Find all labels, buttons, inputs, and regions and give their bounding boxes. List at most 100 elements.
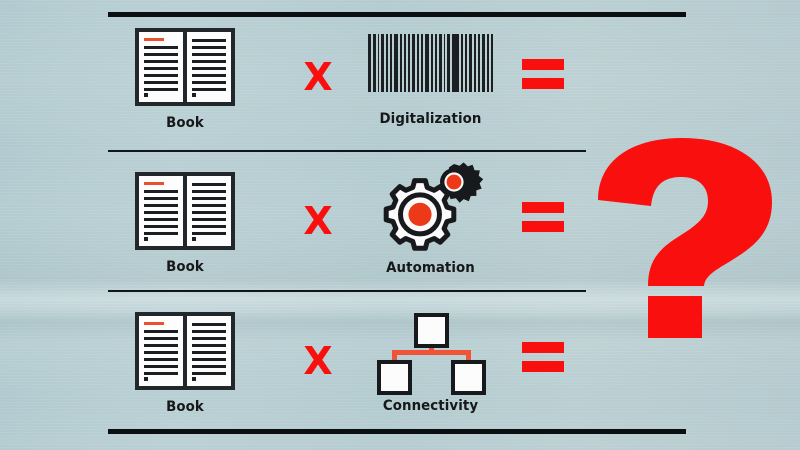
book-page-left [139, 316, 183, 386]
book-page-left [139, 176, 183, 246]
operator-multiply-1: X [288, 58, 348, 96]
large-gear [383, 178, 456, 251]
book-dot [144, 377, 148, 381]
book-line [144, 88, 178, 91]
book-spine [183, 172, 187, 250]
cell-book-2: Book [130, 172, 240, 275]
network-icon [376, 308, 486, 395]
multiply-icon: X [303, 199, 333, 243]
book-dot [144, 237, 148, 241]
book-line [144, 218, 178, 221]
book-line [192, 88, 226, 91]
equals-icon [522, 202, 564, 232]
gears-svg [383, 162, 483, 251]
book-line [192, 46, 226, 49]
book-line [144, 60, 178, 63]
book-line [144, 232, 178, 235]
network-node-left [376, 360, 412, 395]
book-line [144, 330, 178, 333]
book-line [144, 351, 178, 354]
book-line [144, 372, 178, 375]
network-wire-vertical-right [465, 350, 471, 366]
book-line [144, 337, 178, 340]
network-wire-horizontal [391, 350, 471, 355]
book-line [144, 211, 178, 214]
book-line [144, 225, 178, 228]
divider-top [108, 12, 686, 17]
book-line [192, 74, 226, 77]
book-line [144, 74, 178, 77]
book-line [192, 53, 226, 56]
cell-digitalization: Digitalization [368, 34, 493, 127]
book-line [144, 67, 178, 70]
book-line [192, 39, 226, 42]
book-line [144, 81, 178, 84]
book-label: Book [166, 115, 204, 131]
book-line [192, 218, 226, 221]
book-line [192, 372, 226, 375]
cell-connectivity: Connectivity [368, 308, 493, 414]
book-line [192, 60, 226, 63]
divider-bottom [108, 429, 686, 434]
book-page-right [187, 316, 231, 386]
book-dot [192, 237, 196, 241]
book-line [192, 204, 226, 207]
question-mark-hook [598, 138, 772, 286]
multiply-icon: X [303, 55, 333, 99]
book-line [144, 190, 178, 193]
network-node-top [413, 313, 449, 348]
book-line [192, 81, 226, 84]
cell-automation: Automation [368, 162, 493, 276]
small-gear [439, 162, 483, 203]
book-line [192, 197, 226, 200]
cell-book-3: Book [130, 312, 240, 415]
book-line-accent [144, 38, 164, 42]
book-line [144, 46, 178, 49]
book-spine [183, 28, 187, 106]
network-wire-vertical-left [391, 350, 397, 366]
equals-icon [522, 59, 564, 89]
book-page-left [139, 32, 183, 102]
multiply-icon: X [303, 339, 333, 383]
connectivity-label: Connectivity [382, 398, 479, 414]
digitalization-label: Digitalization [379, 111, 482, 127]
book-line [192, 358, 226, 361]
book-line [192, 337, 226, 340]
book-icon [135, 172, 235, 250]
book-line [192, 365, 226, 368]
book-line [192, 190, 226, 193]
divider-middle-2 [108, 290, 586, 292]
book-label: Book [166, 259, 204, 275]
divider-middle-1 [108, 150, 586, 152]
book-line [144, 204, 178, 207]
operator-multiply-2: X [288, 202, 348, 240]
book-line-accent [144, 322, 164, 326]
book-line [144, 197, 178, 200]
book-dot [192, 377, 196, 381]
book-line [144, 53, 178, 56]
equals-icon [522, 342, 564, 372]
book-line [192, 67, 226, 70]
operator-equals-2 [513, 202, 573, 232]
book-line [144, 344, 178, 347]
network-node-right [450, 360, 486, 395]
book-icon [135, 28, 235, 106]
book-line [192, 344, 226, 347]
book-line [192, 183, 226, 186]
book-spine [183, 312, 187, 390]
question-mark-icon [596, 138, 774, 338]
book-label: Book [166, 399, 204, 415]
book-line [144, 358, 178, 361]
network-wire-vertical-top [428, 342, 434, 354]
book-line [144, 365, 178, 368]
book-page-right [187, 32, 231, 102]
book-dot [144, 93, 148, 97]
barcode-icon [368, 34, 493, 92]
book-line [192, 323, 226, 326]
book-line [192, 351, 226, 354]
book-line [192, 211, 226, 214]
book-page-right [187, 176, 231, 246]
book-dot [192, 93, 196, 97]
book-line [192, 225, 226, 228]
